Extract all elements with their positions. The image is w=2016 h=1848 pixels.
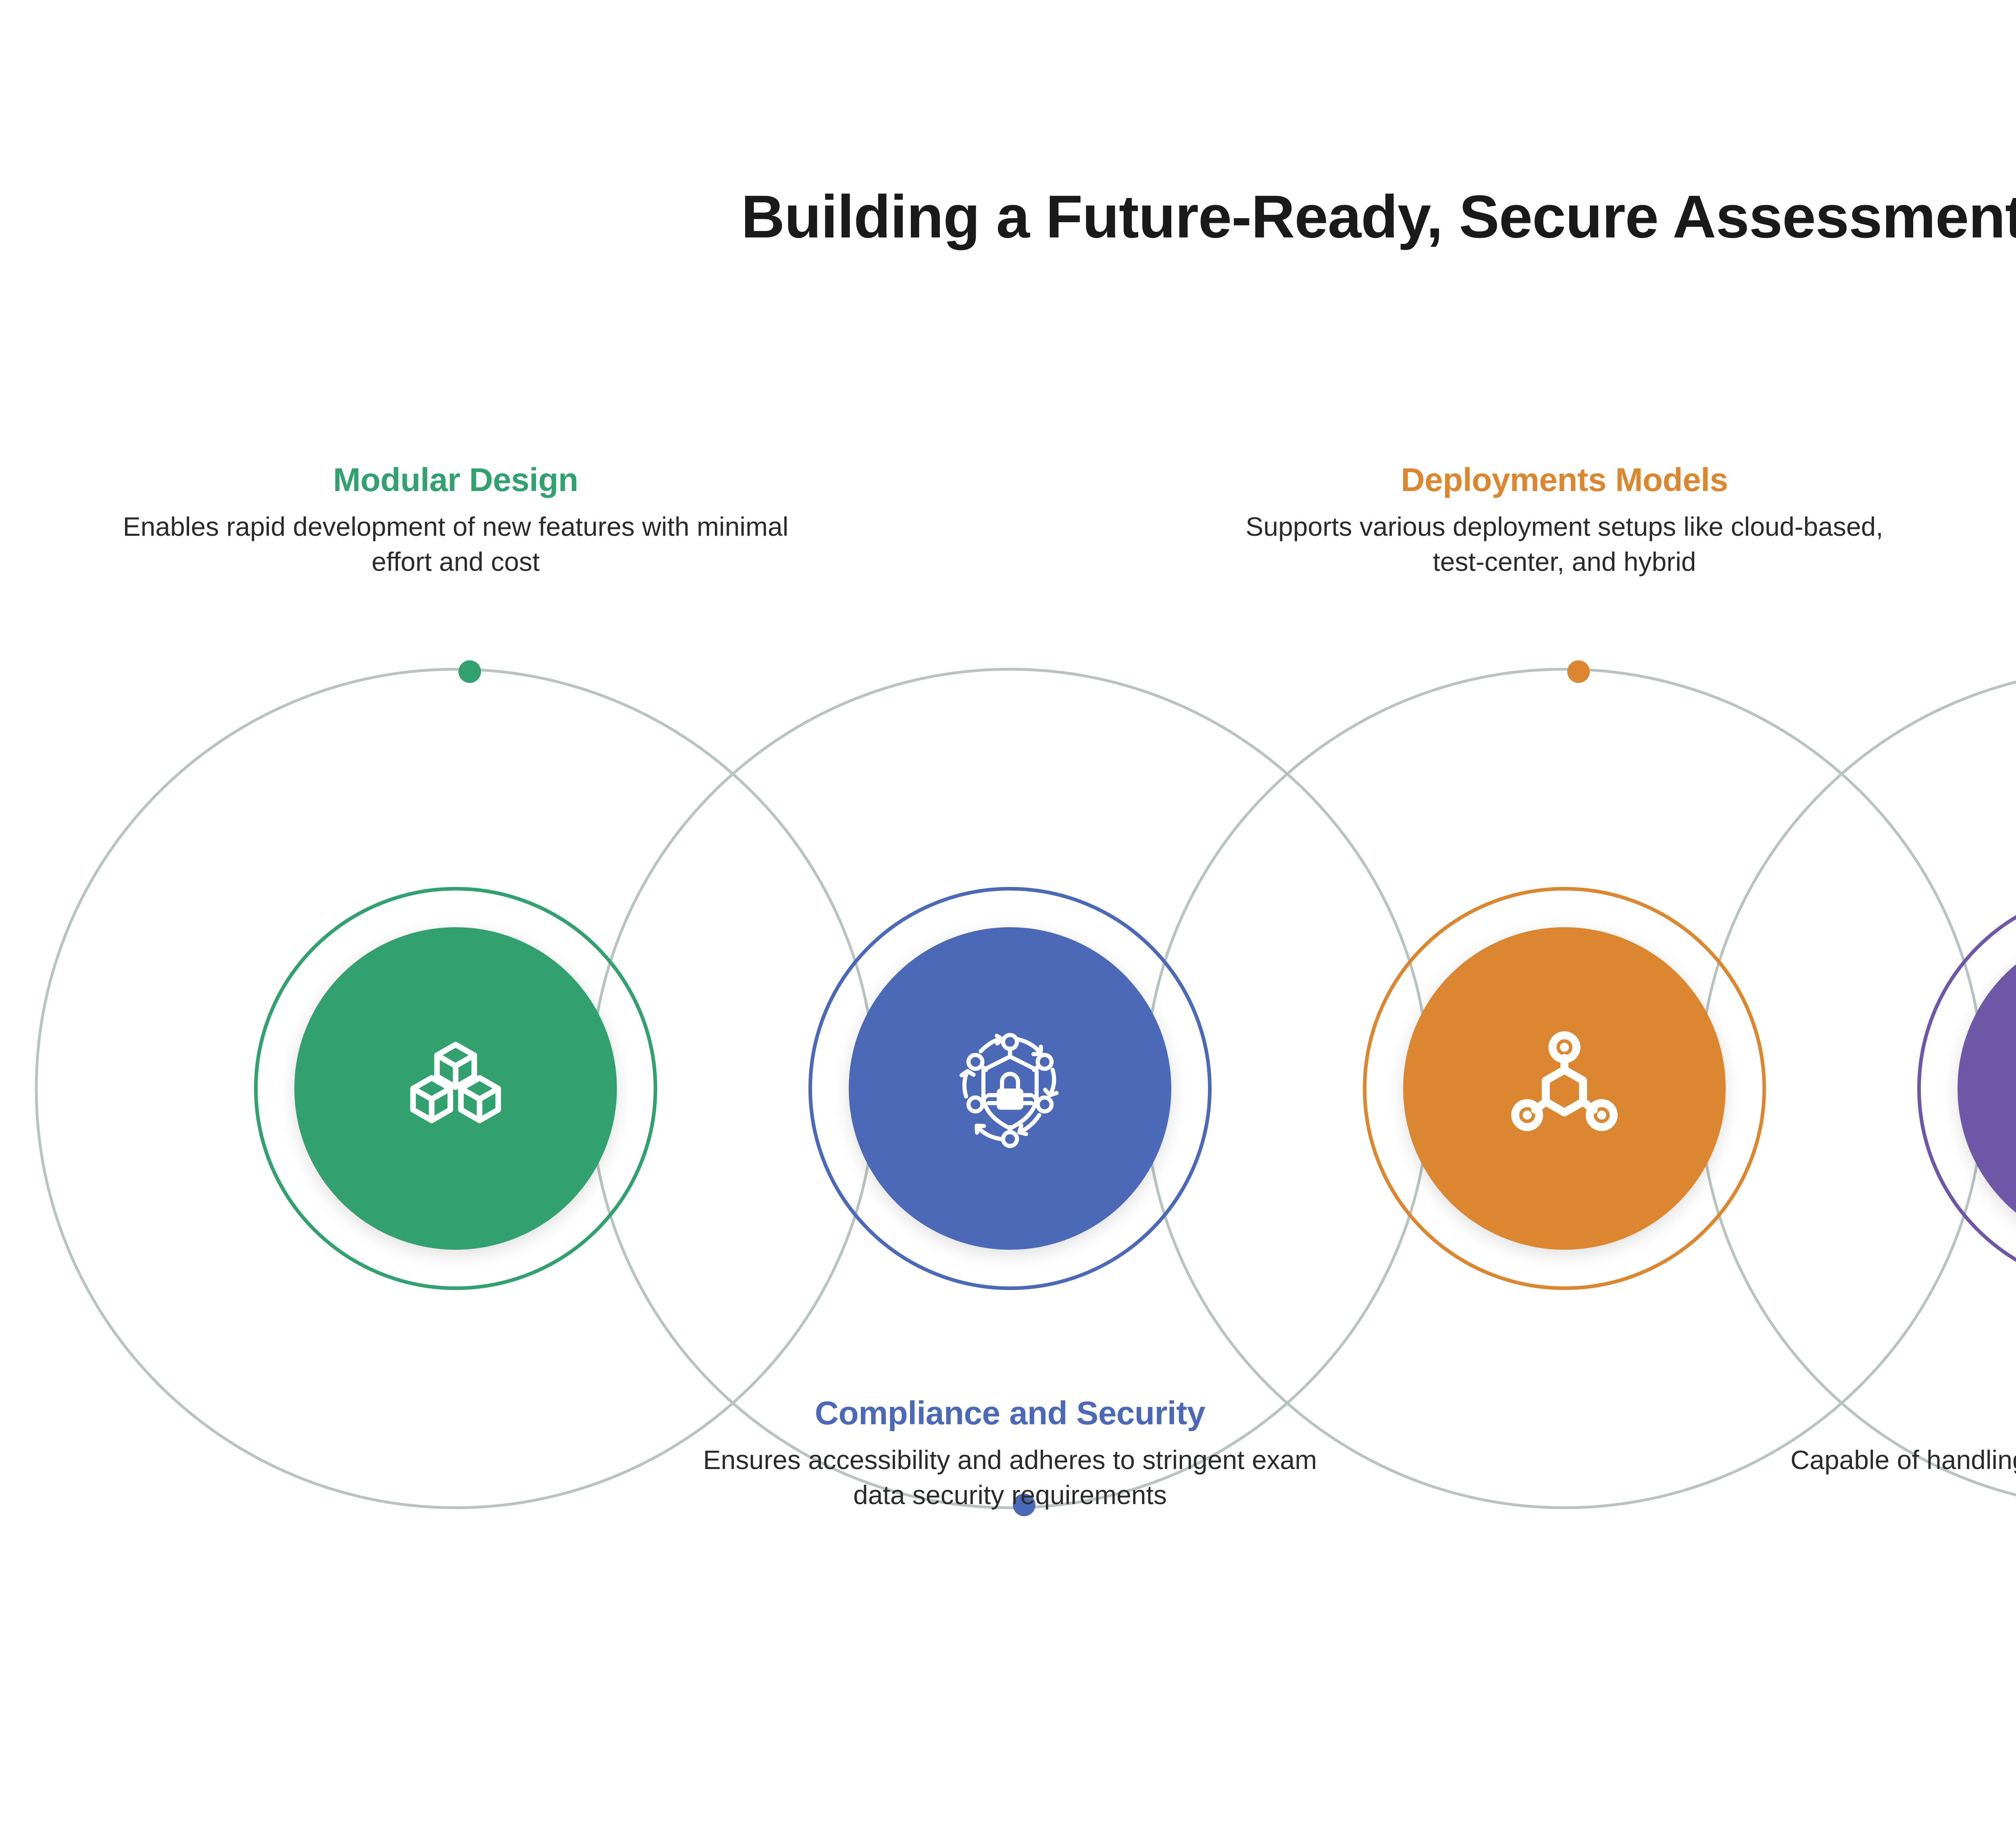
orbit-dot-deployments-models — [1567, 660, 1590, 683]
caption-desc-deployments-models: Supports various deployment setups like … — [1245, 511, 1883, 576]
node-deployments-models[interactable] — [1363, 887, 1766, 1290]
node-compliance-and-security[interactable] — [808, 887, 1212, 1290]
caption-scalability: Scalability Capable of handling high-vol… — [1784, 1395, 2016, 1513]
node-ring-compliance-and-security — [808, 887, 1212, 1290]
caption-desc-scalability: Capable of handling high-volume test del… — [1790, 1444, 2016, 1475]
molecule-network-icon — [1498, 1022, 1631, 1155]
node-ring-modular-design — [254, 887, 657, 1290]
shield-lock-network-icon — [943, 1022, 1077, 1155]
caption-desc-modular-design: Enables rapid development of new feature… — [123, 511, 789, 576]
page-title: Building a Future-Ready, Secure Assessme… — [741, 183, 2016, 250]
orbit-dot-modular-design — [458, 660, 481, 683]
orbit-dot-compliance-and-security — [1013, 1494, 1035, 1516]
node-disc-deployments-models — [1403, 927, 1726, 1250]
caption-modular-design: Modular Design Enables rapid development… — [121, 462, 790, 579]
node-scalability[interactable] — [1917, 887, 2016, 1290]
caption-title-deployments-models: Deployments Models — [1401, 462, 1728, 498]
node-modular-design[interactable] — [254, 887, 657, 1290]
caption-title-scalability: Scalability — [1784, 1395, 2016, 1432]
caption-title-modular-design: Modular Design — [333, 462, 579, 498]
cubes-icon — [389, 1022, 522, 1155]
node-ring-deployments-models — [1363, 887, 1766, 1290]
caption-deployments-models: Deployments Models Supports various depl… — [1230, 462, 1899, 579]
caption-compliance-and-security: Compliance and Security Ensures accessib… — [675, 1395, 1345, 1513]
caption-title-compliance-and-security: Compliance and Security — [814, 1395, 1206, 1432]
caption-desc-compliance-and-security: Ensures accessibility and adheres to str… — [703, 1444, 1317, 1510]
